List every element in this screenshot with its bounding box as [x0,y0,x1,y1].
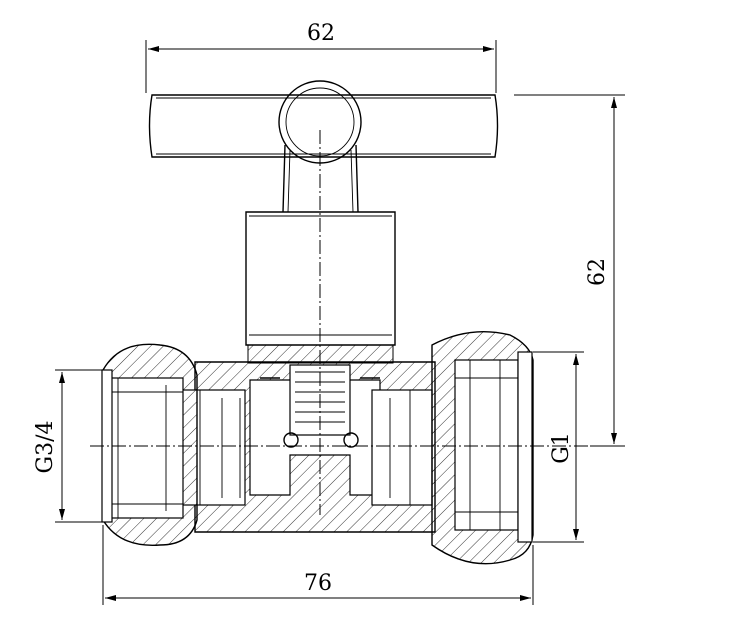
left-union-nut [101,343,198,546]
right-union-nut [431,331,534,565]
handle-width-label: 62 [307,21,335,46]
dimension-right-thread: G1 [533,351,584,543]
t-handle [148,80,499,213]
overall-length-label: 76 [304,571,332,596]
valve-body [179,361,436,533]
left-thread-label: G3/4 [33,421,58,474]
dimension-left-thread: G3/4 [33,369,103,523]
height-label: 62 [585,258,610,286]
dimension-height: 62 [514,94,625,447]
right-thread-label: G1 [549,432,574,464]
dimension-handle-width: 62 [145,21,497,93]
dimension-overall-length: 76 [102,525,534,605]
